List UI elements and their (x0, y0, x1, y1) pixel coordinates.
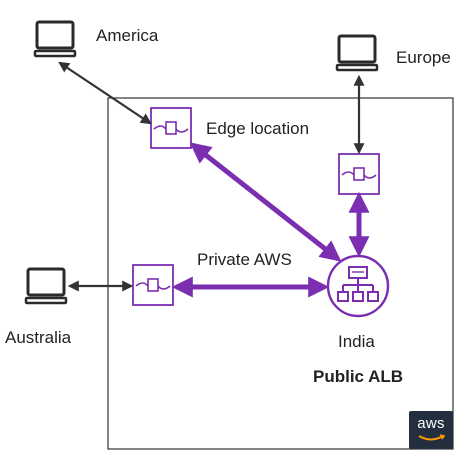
load-balancer-icon (326, 254, 390, 318)
label-europe: Europe (396, 48, 451, 67)
aws-smile-icon (418, 434, 446, 441)
aws-logo: aws (409, 411, 453, 449)
label-edge-location: Edge location (206, 119, 310, 138)
label-private-aws: Private AWS (197, 250, 292, 269)
computer-icon-europe (335, 34, 379, 72)
edge-location-icon-europe (338, 153, 380, 195)
private-link-america-alb (189, 142, 342, 262)
label-public-alb: Public ALB (313, 367, 404, 386)
label-australia: Australia (5, 328, 72, 347)
computer-icon-australia (24, 267, 68, 305)
label-india: India (338, 332, 375, 351)
edge-location-icon-australia (132, 264, 174, 306)
link-america-edge (58, 61, 152, 125)
computer-icon-america (33, 20, 77, 58)
aws-region-box (107, 97, 454, 450)
edge-location-icon-america (150, 107, 192, 149)
label-america: America (96, 26, 159, 45)
aws-logo-text: aws (417, 415, 445, 432)
